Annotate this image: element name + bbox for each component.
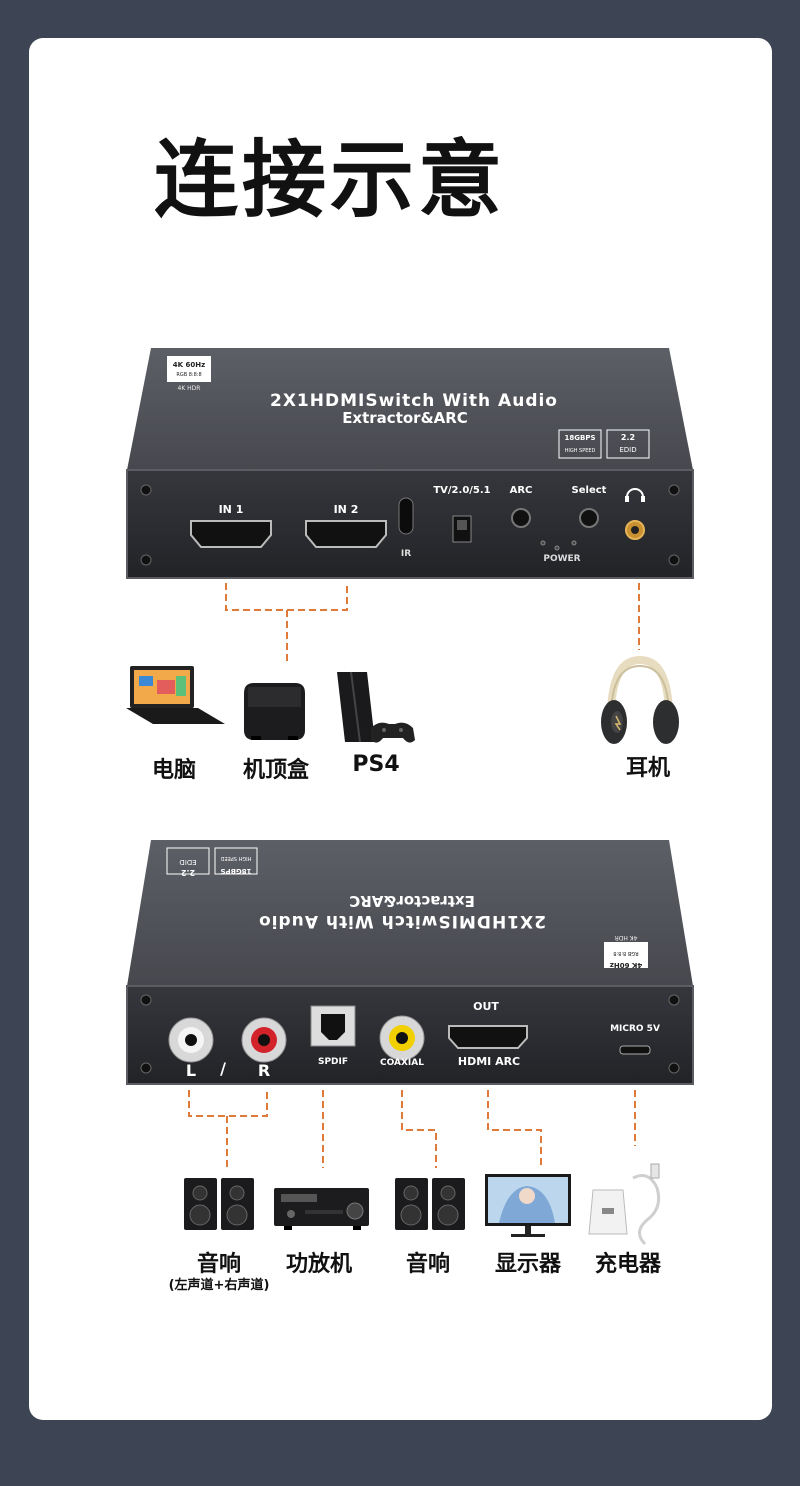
front-spec-1-bottom: HIGH SPEED <box>565 448 596 454</box>
front-connector-lines <box>225 583 640 663</box>
ir-window <box>398 497 414 535</box>
back-connector-lines <box>188 1090 636 1168</box>
back-4k-badge <box>604 942 648 968</box>
back-device-name-2: Extractor&ARC <box>349 892 475 910</box>
select-button[interactable] <box>579 508 599 528</box>
back-badge-hdr: 4K HDR <box>615 934 638 941</box>
charger-icon <box>588 1163 661 1246</box>
output-label-monitor: 显示器 <box>494 1252 562 1277</box>
laptop-icon <box>126 666 225 724</box>
rca-right-port <box>241 1017 287 1063</box>
output-label-speaker-1: 音响 <box>196 1252 242 1277</box>
port-in2-label: IN 2 <box>334 503 359 516</box>
spdif-label: SPDIF <box>318 1057 348 1067</box>
back-spec-box-2 <box>166 847 210 875</box>
switch-label: TV/2.0/5.1 <box>433 485 490 496</box>
back-spec-2-top: 2.2 <box>181 868 195 877</box>
back-badge-sub: RGB 8:8:8 <box>613 950 638 956</box>
back-spec-box-1 <box>214 847 258 875</box>
back-device-top <box>127 840 693 986</box>
out-label: OUT <box>473 1000 499 1013</box>
front-4k-badge <box>167 356 211 382</box>
front-device-name-1: 2X1HDMISwitch With Audio <box>270 391 558 411</box>
micro-usb-label: MICRO 5V <box>610 1024 660 1034</box>
front-spec-box-2 <box>606 429 650 459</box>
port-in1-label: IN 1 <box>219 503 244 516</box>
channel-separator: / <box>220 1059 226 1078</box>
back-device-name-1: 2X1HDMISwitch With Audio <box>258 911 546 931</box>
right-channel-label: R <box>258 1061 270 1080</box>
front-device: 4K 60Hz RGB 8:8:8 4K HDR 2X1HDMISwitch W… <box>126 348 694 1246</box>
front-spec-box-1 <box>558 429 602 459</box>
back-spec-2-bottom: EDID <box>179 858 196 866</box>
back-spec-1-top: 18GBPS <box>221 867 252 875</box>
rca-left-port <box>168 1017 214 1063</box>
arc-button[interactable] <box>511 508 531 528</box>
spdif-port <box>310 1005 356 1047</box>
input-label-ps4: PS4 <box>352 752 400 777</box>
headphones-icon <box>601 655 679 744</box>
left-channel-label: L <box>186 1061 196 1080</box>
front-device-name-2: Extractor&ARC <box>342 409 468 427</box>
output-label-charger: 充电器 <box>594 1252 662 1277</box>
amplifier-icon <box>274 1188 369 1230</box>
coaxial-label: COAXIAL <box>380 1058 424 1068</box>
hdmi-in2-port <box>305 520 387 548</box>
headphone-label: 耳机 <box>625 756 671 781</box>
power-label: POWER <box>543 554 580 564</box>
front-spec-2-bottom: EDID <box>619 446 636 454</box>
select-label: Select <box>572 485 607 496</box>
input-label-laptop: 电脑 <box>151 758 197 783</box>
ir-label: IR <box>401 549 411 559</box>
back-spec-1-bottom: HIGH SPEED <box>220 855 251 861</box>
arc-label: ARC <box>510 485 533 496</box>
hdmi-arc-port <box>448 1025 528 1049</box>
content-card: 连接示意 4K 60Hz RGB 8:8:8 4K HDR 2X1HDMISwi… <box>29 38 772 1420</box>
hdmi-in1-port <box>190 520 272 548</box>
back-badge-4k: 4K 60Hz <box>610 961 642 969</box>
front-device-top <box>127 348 693 470</box>
hdmi-arc-label: HDMI ARC <box>458 1055 520 1068</box>
output-sub-speaker-1: (左声道+右声道) <box>168 1278 270 1293</box>
front-spec-2-top: 2.2 <box>621 433 635 442</box>
monitor-icon <box>485 1174 571 1237</box>
page-title: 连接示意 <box>154 131 507 229</box>
output-label-amplifier: 功放机 <box>285 1252 353 1277</box>
output-label-speaker-2: 音响 <box>405 1252 451 1277</box>
speaker-icon <box>395 1178 465 1230</box>
front-spec-1-top: 18GBPS <box>565 434 596 442</box>
input-label-set-top-box: 机顶盒 <box>242 758 310 783</box>
headphone-jack-icon <box>626 488 644 498</box>
coaxial-port <box>379 1015 425 1061</box>
speaker-icon <box>184 1178 254 1230</box>
game-console-icon <box>337 671 415 743</box>
front-badge-hdr: 4K HDR <box>178 385 201 392</box>
front-badge-text: 4K 60Hz <box>173 361 205 369</box>
front-badge-sub: RGB 8:8:8 <box>176 372 201 378</box>
set-top-box-icon <box>244 683 305 740</box>
micro-usb-port <box>619 1045 651 1055</box>
